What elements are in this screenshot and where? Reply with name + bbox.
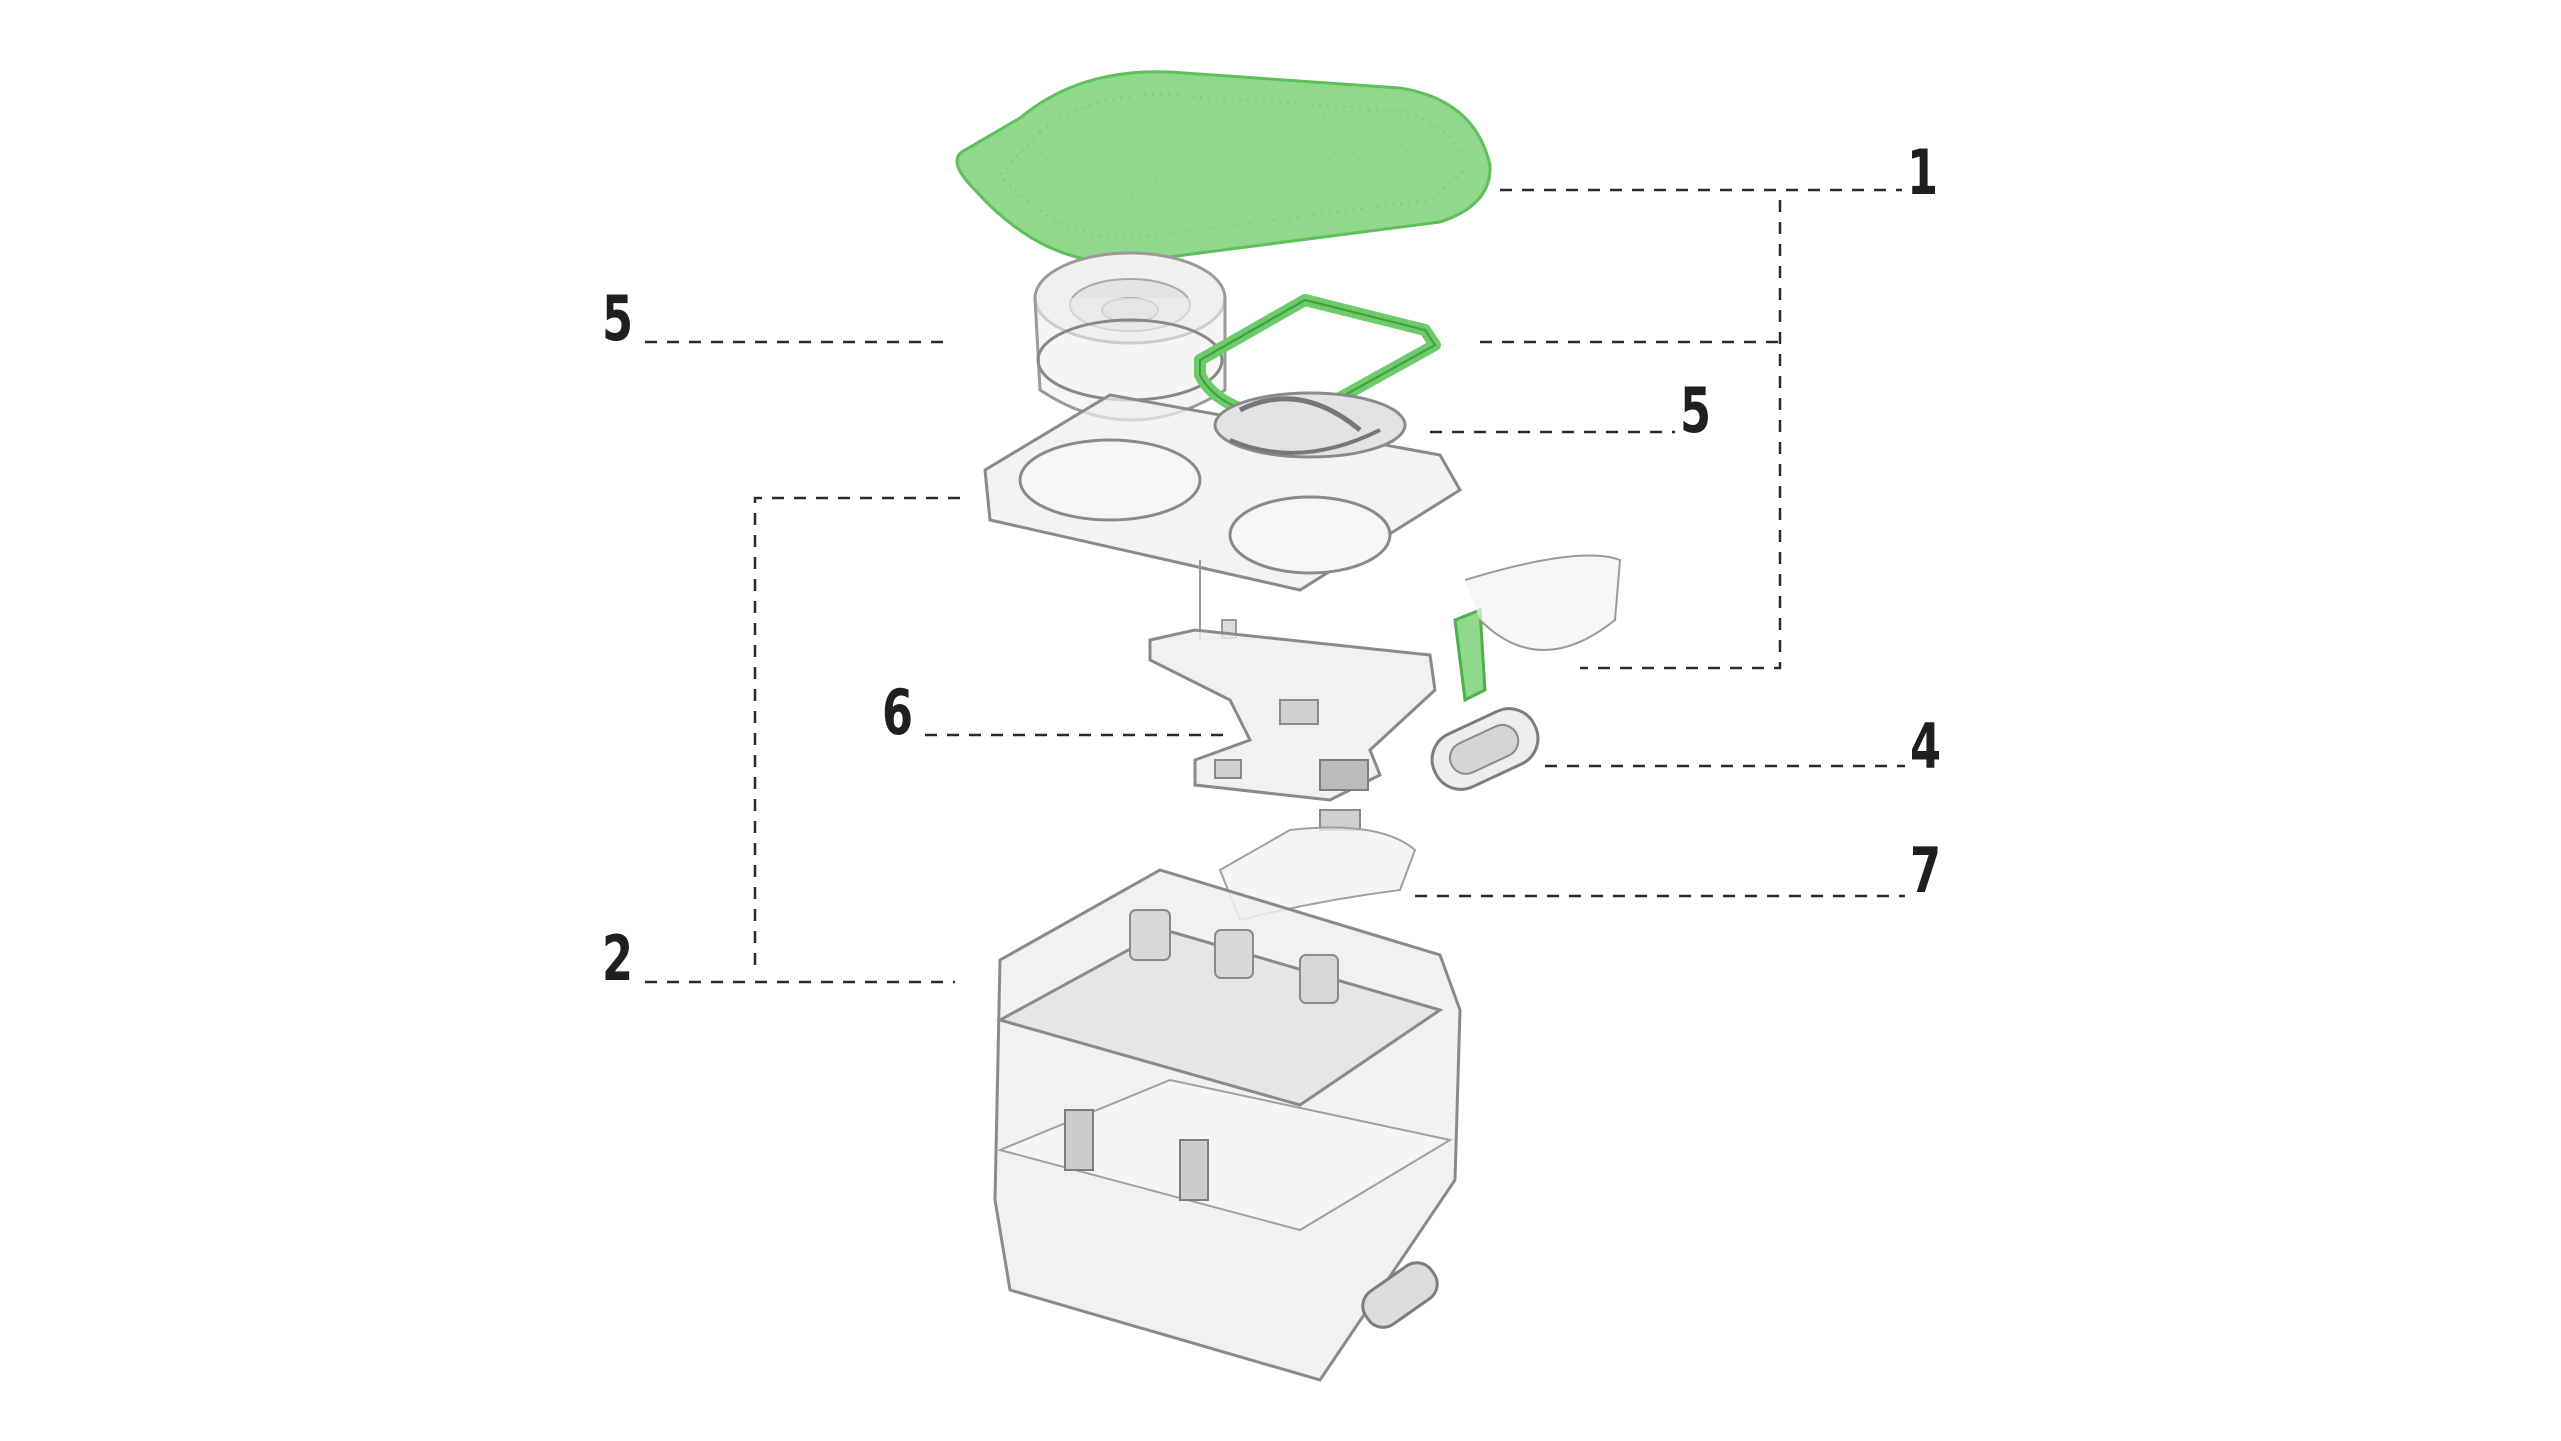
leader-line-2 [753, 496, 960, 975]
callout-number-5-left: 5 [602, 282, 634, 355]
housing-shell-icon [993, 868, 1462, 1382]
leader-lines [645, 188, 1905, 984]
circuit-board-icon [1148, 628, 1437, 831]
button-cap-icon [1430, 554, 1622, 791]
leader-line-1-branch [1580, 200, 1782, 670]
callout-number-2: 2 [602, 922, 634, 995]
callout-number-7: 7 [1910, 834, 1942, 907]
inner-frame-icon [983, 391, 1463, 640]
speaker-grille-cover-icon [955, 70, 1492, 264]
callout-number-5-right: 5 [1680, 374, 1712, 447]
callout-number-6: 6 [882, 676, 914, 749]
callout-number-1: 1 [1907, 136, 1939, 209]
speaker-driver-icon [1033, 251, 1227, 422]
callout-number-4: 4 [1910, 710, 1942, 783]
